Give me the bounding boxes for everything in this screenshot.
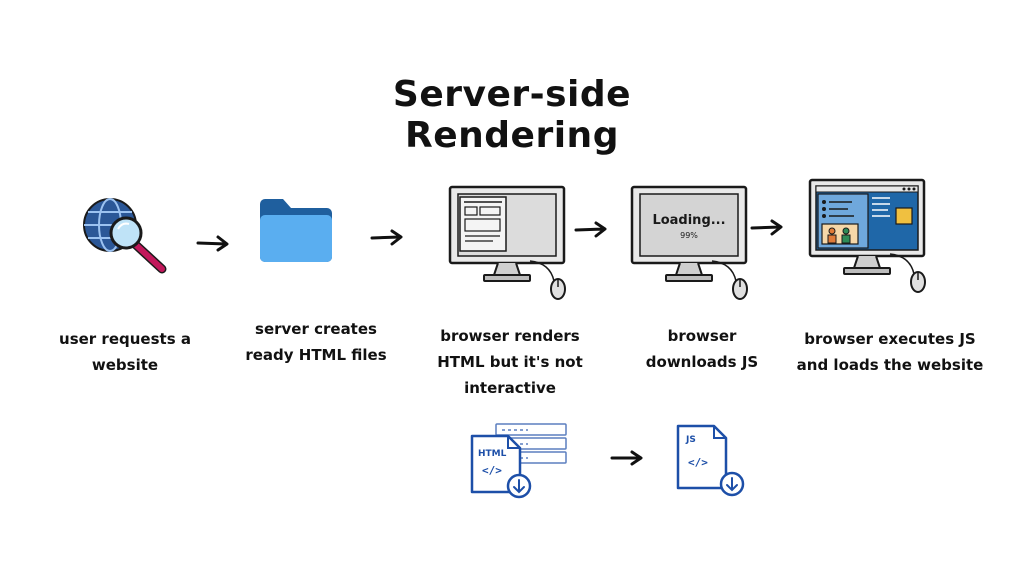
html-file-label: HTML xyxy=(478,449,507,459)
folder-icon xyxy=(260,199,332,262)
arrow-icon xyxy=(370,229,403,246)
computer-website-icon xyxy=(808,178,926,293)
html-code-glyph: </> xyxy=(482,464,502,477)
html-file-download-icon: HTML </> xyxy=(470,423,567,499)
js-file-label: JS xyxy=(685,435,696,445)
page-title: Server-side Rendering xyxy=(392,74,632,156)
arrow-icon xyxy=(750,219,783,236)
computer-wireframe-icon xyxy=(448,185,566,300)
globe-search-icon xyxy=(83,198,167,274)
arrow-icon xyxy=(610,450,643,466)
js-code-glyph: </> xyxy=(688,456,708,469)
loading-percent: 99% xyxy=(680,231,698,240)
loading-text: Loading... xyxy=(652,213,725,228)
computer-loading-icon: Loading... 99% xyxy=(630,185,748,300)
arrow-icon xyxy=(196,235,229,252)
js-file-download-icon: JS </> xyxy=(676,424,745,497)
arrow-icon xyxy=(574,221,607,238)
